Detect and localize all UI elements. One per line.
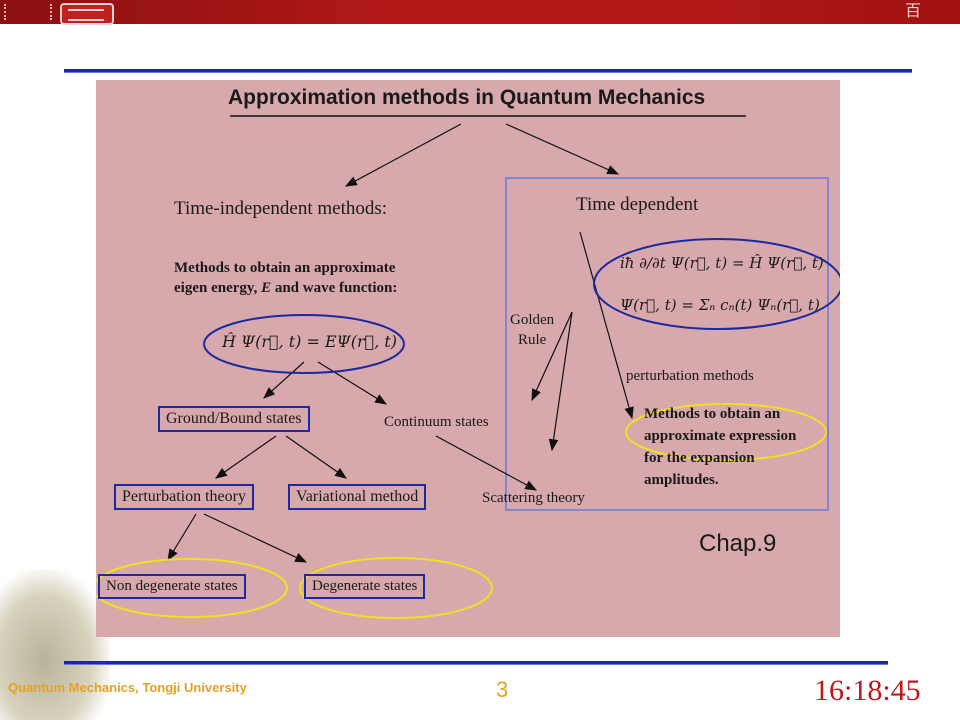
top-banner: 百	[0, 0, 960, 25]
schrodinger-equation-left: Ĥ Ψ(r⃗, t) = EΨ(r⃗, t)	[222, 332, 398, 351]
diagram-lines	[96, 115, 840, 619]
continuum-states-node: Continuum states	[384, 414, 489, 430]
page-number: 3	[496, 677, 509, 702]
time-dependent-label: Time dependent	[576, 194, 699, 215]
perturbation-methods-label: perturbation methods	[626, 368, 754, 384]
highlight-ellipse-degenerate	[299, 557, 493, 619]
arrow-to-non-degenerate	[167, 513, 197, 562]
variational-method-node: Variational method	[288, 484, 427, 510]
arrow-to-time-dependent	[505, 123, 620, 175]
td-methods-line3: for the expansion	[644, 450, 755, 466]
methods-description-text2: and wave function:	[274, 280, 398, 296]
seal-stamp-icon: 百	[904, 3, 921, 20]
arrow-to-perturbation-theory	[215, 435, 277, 479]
arrow-to-ground-bound	[263, 361, 305, 399]
time-display: 16:18:45	[814, 674, 921, 707]
methods-description-line1: Methods to obtain an approximate	[174, 260, 396, 276]
td-methods-line4: amplitudes.	[644, 472, 719, 488]
highlight-ellipse-non-degenerate	[96, 558, 288, 618]
highlight-ellipse-td-equations	[593, 238, 840, 330]
diagram-title: Approximation methods in Quantum Mechani…	[228, 86, 706, 109]
bottom-divider	[64, 661, 888, 665]
arrow-to-variational	[285, 435, 347, 479]
highlight-ellipse-td-methods	[625, 403, 827, 461]
methods-description-text: eigen energy,	[174, 280, 258, 296]
ground-bound-states-node: Ground/Bound states	[158, 406, 310, 432]
degenerate-states-node: Degenerate states	[304, 574, 426, 599]
chapter-label: Chap.9	[699, 530, 777, 557]
methods-description-line2: eigen energy, E and wave function:	[174, 280, 397, 297]
decorative-rock-image	[0, 570, 110, 720]
arrow-to-continuum	[317, 361, 388, 405]
golden-rule-label-line2: Rule	[518, 332, 547, 348]
diagram-panel: Approximation methods in Quantum Mechani…	[96, 80, 840, 637]
time-independent-label: Time-independent methods:	[174, 198, 388, 219]
highlight-ellipse-left-equation	[203, 314, 405, 374]
golden-rule-label-line1: Golden	[510, 312, 555, 328]
university-logo-icon	[60, 3, 114, 25]
course-footer: Quantum Mechanics, Tongji University	[8, 680, 247, 695]
expansion-equation: Ψ(r⃗, t) = Σₙ cₙ(t) Ψₙ(r⃗, t)	[620, 296, 820, 314]
td-methods-line2: approximate expression	[644, 428, 797, 444]
arrow-to-td-methods	[579, 231, 634, 420]
non-degenerate-states-node: Non degenerate states	[98, 574, 246, 599]
arrow-to-degenerate	[203, 513, 308, 563]
arrow-to-scattering	[435, 435, 538, 491]
arrow-to-time-independent	[344, 123, 462, 187]
td-methods-line1: Methods to obtain an	[644, 406, 781, 422]
arrow-golden-2	[548, 311, 573, 452]
time-dependent-equation: iħ ∂/∂t Ψ(r⃗, t) = Ĥ Ψ(r⃗, t)	[620, 254, 824, 272]
arrow-golden-1	[531, 311, 573, 402]
top-divider	[64, 69, 912, 73]
time-dependent-box	[505, 177, 829, 511]
logo-detail	[68, 9, 104, 21]
energy-symbol: E	[261, 280, 272, 296]
perturbation-theory-node: Perturbation theory	[114, 484, 254, 510]
scattering-theory-node: Scattering theory	[482, 490, 585, 506]
decorative-motif-icon	[4, 4, 52, 20]
